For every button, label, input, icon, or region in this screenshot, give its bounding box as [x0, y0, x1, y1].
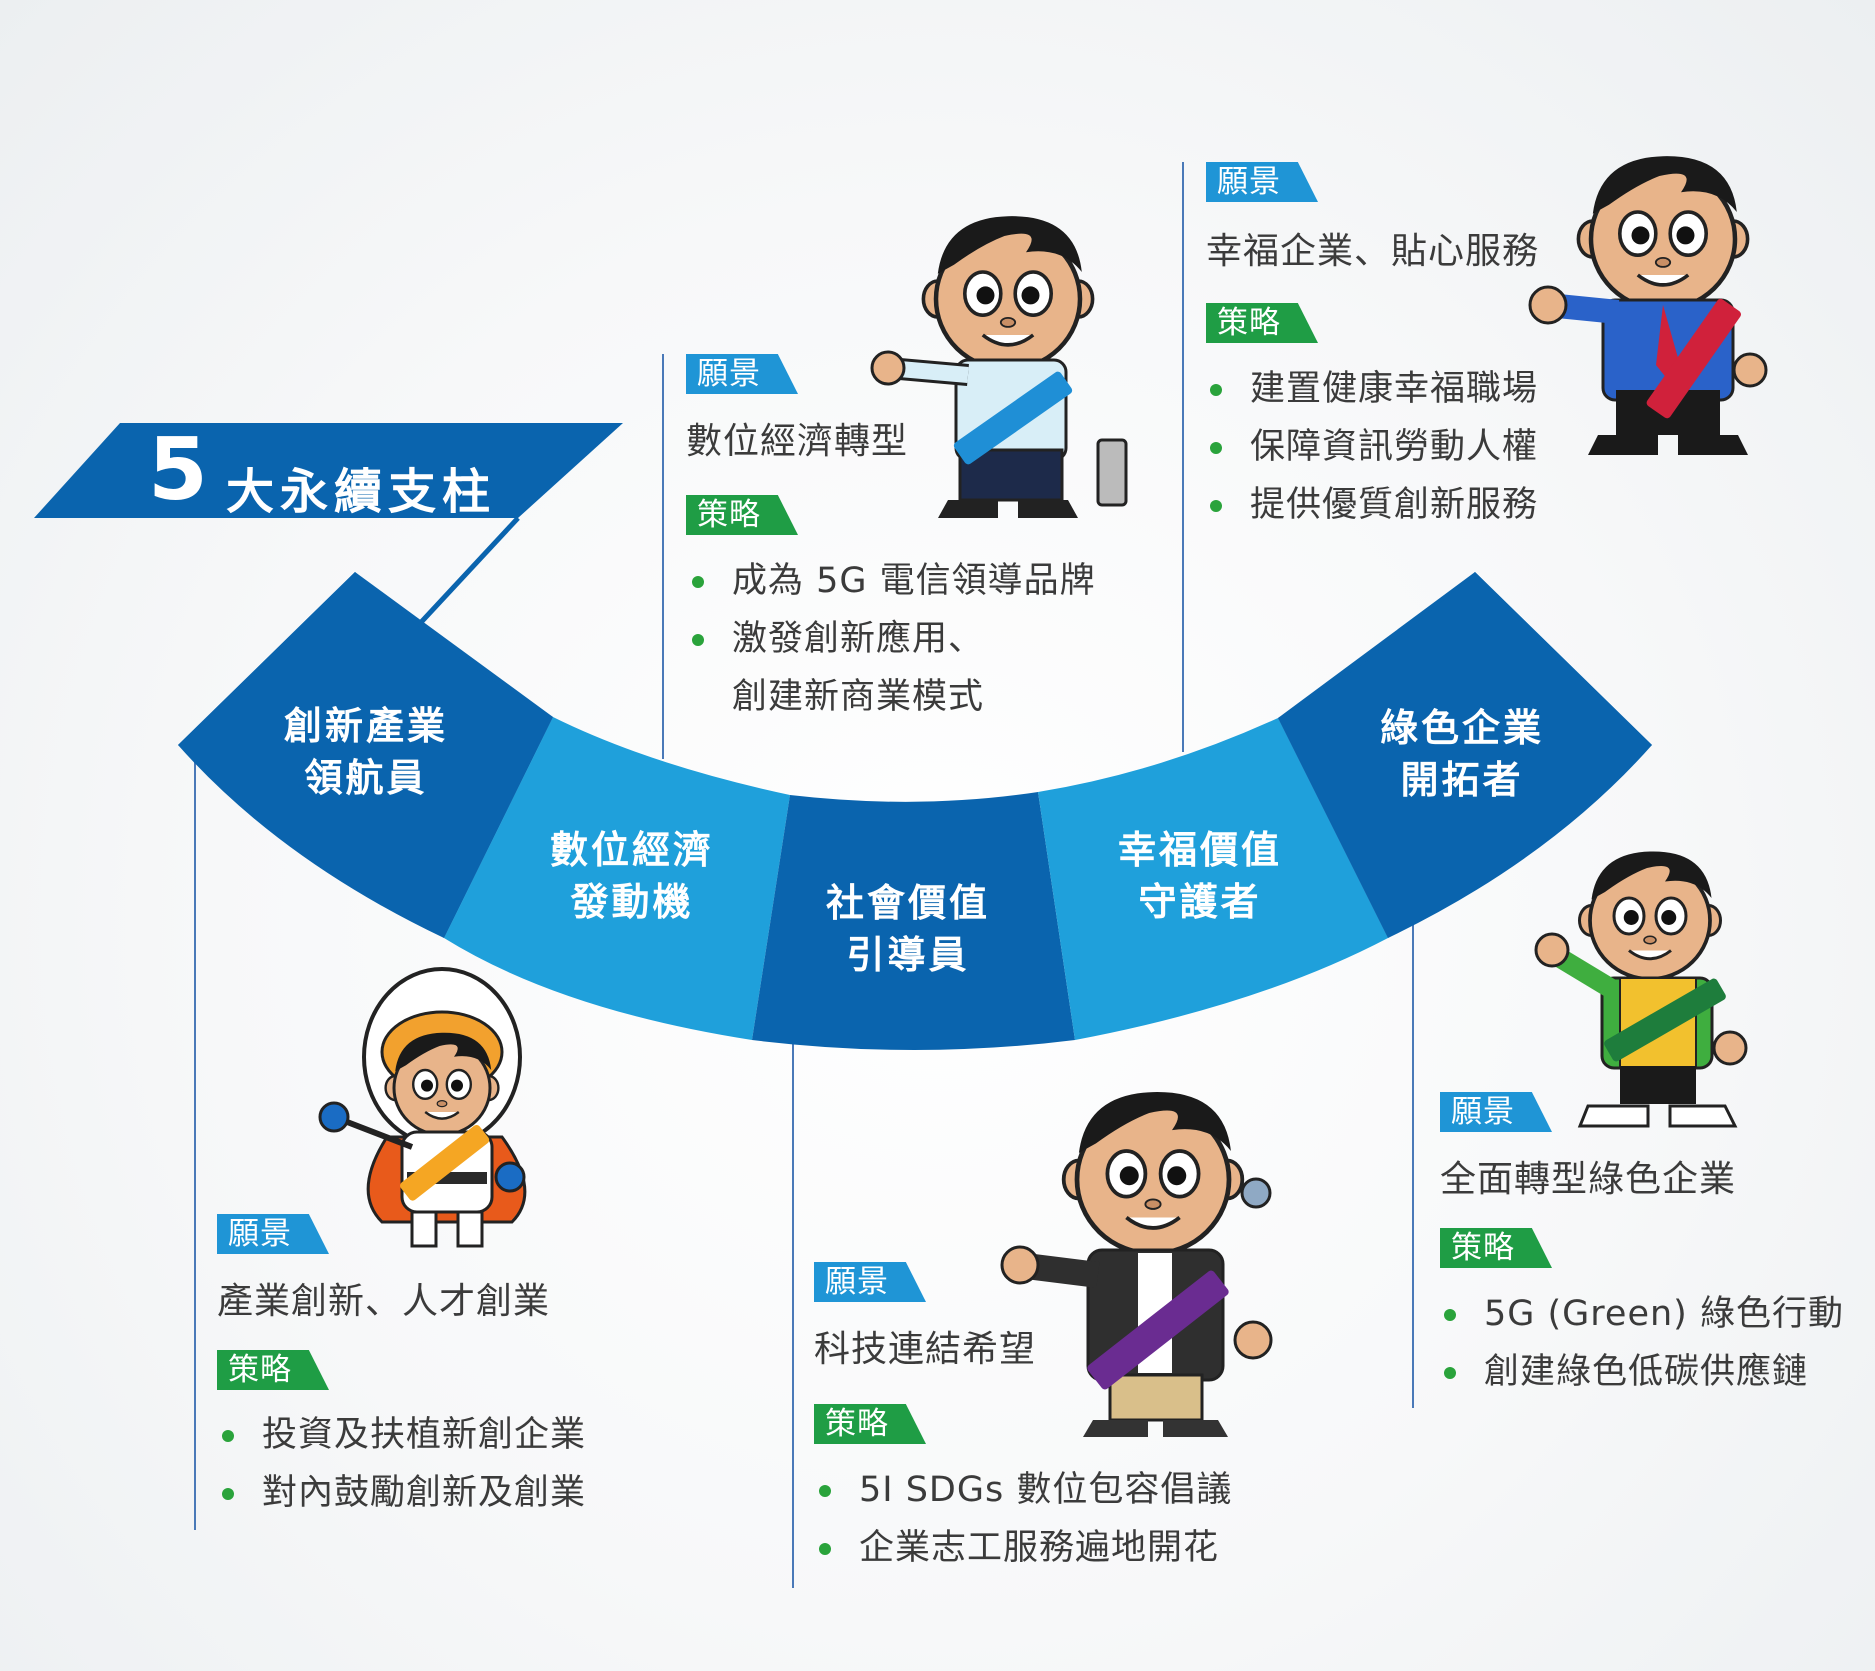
pillar-5-label: 綠色企業 開拓者	[1372, 702, 1552, 806]
arc-segment-3	[752, 792, 1075, 1050]
pillar-2-vision-text: 數位經濟轉型	[686, 421, 909, 462]
pillar-1-strategy-tag: 策略	[217, 1350, 329, 1390]
pillar-3-strategy-list: 5I SDGs 數位包容倡議 企業志工服務遍地開花	[815, 1461, 1232, 1577]
suit-mascot-icon	[1528, 140, 1768, 455]
pillar-2-line2: 發動機	[570, 880, 694, 924]
headset-mascot-icon	[1000, 1075, 1273, 1437]
list-item: 對內鼓勵創新及創業	[218, 1464, 586, 1522]
list-item: 提供優質創新服務	[1206, 476, 1538, 534]
title-number: 5	[148, 420, 208, 520]
list-item: 創建綠色低碳供應鏈	[1440, 1343, 1844, 1401]
connector-line-5	[1412, 918, 1414, 1408]
connector-line-1	[194, 760, 196, 1530]
pillar-2-label: 數位經濟 發動機	[542, 824, 722, 928]
pillar-5-line1: 綠色企業	[1379, 706, 1544, 750]
list-item: 建置健康幸福職場	[1206, 360, 1538, 418]
list-item: 激發創新應用、	[688, 610, 1096, 668]
pillar-5-vision-tag: 願景	[1440, 1092, 1552, 1132]
pillar-2-line1: 數位經濟	[549, 828, 714, 872]
arc-segment-4	[1038, 718, 1388, 1040]
pillar-4-vision-text: 幸福企業、貼心服務	[1206, 231, 1540, 272]
pillar-1-label: 創新產業 領航員	[276, 700, 456, 804]
pillar-2-vision-tag: 願景	[686, 354, 798, 394]
list-item: 成為 5G 電信領導品牌	[688, 552, 1096, 610]
pillar-3-strategy-tag: 策略	[814, 1404, 926, 1444]
pillar-2-strategy-list: 成為 5G 電信領導品牌 激發創新應用、 創建新商業模式	[688, 552, 1096, 726]
pillar-4-vision-tag: 願景	[1206, 162, 1318, 202]
connector-line-3	[792, 1040, 794, 1588]
pillar-1-vision-tag: 願景	[217, 1214, 329, 1254]
list-item: 企業志工服務遍地開花	[815, 1519, 1232, 1577]
pillar-1-strategy-list: 投資及扶植新創企業 對內鼓勵創新及創業	[218, 1406, 586, 1522]
pillar-5-strategy-list: 5G (Green) 綠色行動 創建綠色低碳供應鏈	[1440, 1285, 1844, 1401]
pillar-1-vision-text: 產業創新、人才創業	[217, 1281, 551, 1322]
title-text: 大永續支柱	[226, 464, 497, 520]
list-item: 保障資訊勞動人權	[1206, 418, 1538, 476]
astronaut-mascot-icon	[318, 967, 527, 1248]
connector-line-2	[662, 354, 664, 759]
pillar-3-line1: 社會價值	[825, 881, 990, 925]
pillar-3-vision-tag: 願景	[814, 1262, 926, 1302]
arc-segment-1-fill	[444, 717, 790, 1040]
list-item: 創建新商業模式	[732, 677, 985, 717]
pillar-5-strategy-tag: 策略	[1440, 1228, 1552, 1268]
pillar-4-line2: 守護者	[1138, 880, 1262, 924]
pillar-2-strategy-tag: 策略	[686, 495, 798, 535]
list-item: 5G (Green) 綠色行動	[1440, 1285, 1844, 1343]
pillar-4-strategy-list: 建置健康幸福職場 保障資訊勞動人權 提供優質創新服務	[1206, 360, 1538, 534]
pillar-3-vision-text: 科技連結希望	[814, 1329, 1037, 1370]
connector-line-4	[1182, 162, 1184, 752]
pillar-4-label: 幸福價值 守護者	[1110, 824, 1290, 928]
list-item: 5I SDGs 數位包容倡議	[815, 1461, 1232, 1519]
vest-mascot-icon	[1534, 849, 1748, 1128]
pillar-1-line1: 創新產業	[283, 704, 448, 748]
pillar-4-strategy-tag: 策略	[1206, 303, 1318, 343]
pillar-5-line2: 開拓者	[1400, 758, 1524, 802]
pillar-3-label: 社會價值 引導員	[818, 877, 998, 981]
pillar-3-line2: 引導員	[846, 933, 970, 977]
list-item: 投資及扶植新創企業	[218, 1406, 586, 1464]
pillar-1-line2: 領航員	[304, 756, 428, 800]
pillar-4-line1: 幸福價值	[1117, 828, 1282, 872]
pillar-5-vision-text: 全面轉型綠色企業	[1440, 1159, 1737, 1200]
businessman-mascot-icon	[870, 200, 1128, 518]
